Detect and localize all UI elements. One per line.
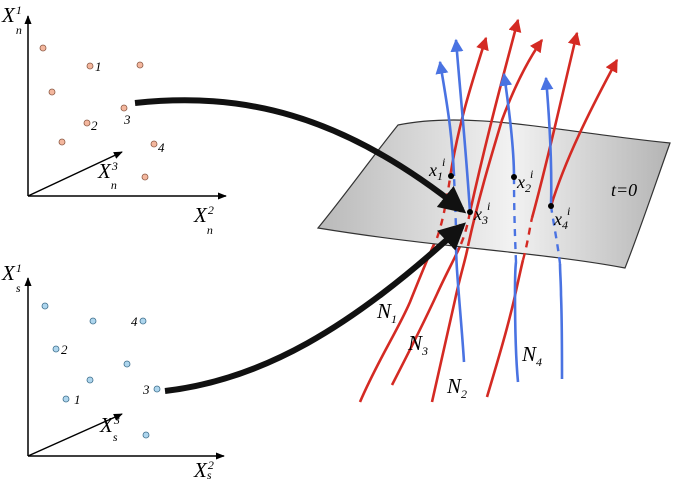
red-curve-n3-lower — [390, 243, 463, 386]
bottom-point — [89, 317, 97, 325]
bottom-point-label: 4 — [131, 314, 138, 329]
intersection-dot-3 — [467, 209, 473, 215]
top-points — [39, 44, 158, 181]
blue-curve-hidden-2 — [512, 176, 518, 263]
red-curve-extra-upper — [549, 58, 619, 207]
top-point-label: 1 — [95, 59, 102, 74]
trajectories-upper — [435, 18, 619, 247]
top-point — [136, 61, 144, 69]
top-point — [58, 138, 66, 146]
blue-curve-lower-2 — [513, 261, 520, 383]
bottom-axis-z — [27, 413, 123, 457]
surface-label: t=0 — [611, 180, 637, 200]
top-point — [39, 44, 47, 52]
t0-surface — [316, 119, 671, 269]
top-point — [83, 119, 91, 127]
intersection-label-3: x3i — [473, 199, 490, 227]
intersection-dot-4 — [548, 203, 554, 209]
intersection-label-2: x2i — [516, 167, 533, 195]
curve-label-n4: N4 — [521, 342, 542, 369]
top-point — [141, 173, 149, 181]
mapping-arrow-bottom — [164, 222, 466, 394]
blue-curve-hidden-3 — [549, 205, 562, 265]
blue-curve-upper-1 — [435, 60, 456, 177]
intersection-label-4: x4i — [553, 204, 570, 232]
top-point — [150, 140, 158, 148]
top-point — [48, 88, 56, 96]
curve-label-n1: N1 — [376, 299, 397, 326]
bottom-point — [123, 360, 131, 368]
mapping-arrow-top — [134, 97, 467, 214]
blue-curve-upper-4 — [540, 76, 554, 207]
top-point-label: 2 — [91, 118, 98, 133]
red-curve-n3-upper — [468, 18, 522, 213]
curve-label-n2: N2 — [446, 374, 467, 401]
intersection-points — [448, 173, 554, 215]
intersection-label-1: x1i — [428, 155, 445, 183]
red-curve-n4-upper — [530, 31, 581, 219]
top-point-label: 3 — [123, 112, 131, 127]
bottom-point — [52, 345, 60, 353]
top-axis-z — [27, 151, 123, 197]
bottom-point — [139, 317, 147, 325]
red-curve-n2-lower — [430, 245, 470, 403]
blue-curve-upper-3 — [499, 72, 516, 178]
intersection-dot-2 — [511, 174, 517, 180]
bottom-point — [62, 395, 70, 403]
red-curve-n4-hidden — [521, 217, 534, 261]
blue-curve-upper-2 — [450, 38, 472, 213]
intersection-dot-1 — [448, 173, 454, 179]
bottom-point — [142, 431, 150, 439]
bottom-point — [153, 385, 161, 393]
curve-label-n3: N3 — [407, 331, 428, 358]
top-point-label: 4 — [158, 140, 165, 155]
bottom-point-label: 3 — [142, 382, 150, 397]
bottom-point — [41, 302, 49, 310]
blue-curve-lower-3 — [558, 263, 564, 380]
bottom-points — [41, 302, 161, 439]
red-curve-n2-upper — [466, 38, 544, 247]
top-point — [86, 62, 94, 70]
top-point — [120, 104, 128, 112]
bottom-point-label: 1 — [74, 392, 81, 407]
bottom-point — [86, 376, 94, 384]
blue-curve-lower-1 — [454, 237, 466, 363]
red-curve-n4-lower — [485, 259, 525, 398]
bottom-point-label: 2 — [61, 342, 68, 357]
